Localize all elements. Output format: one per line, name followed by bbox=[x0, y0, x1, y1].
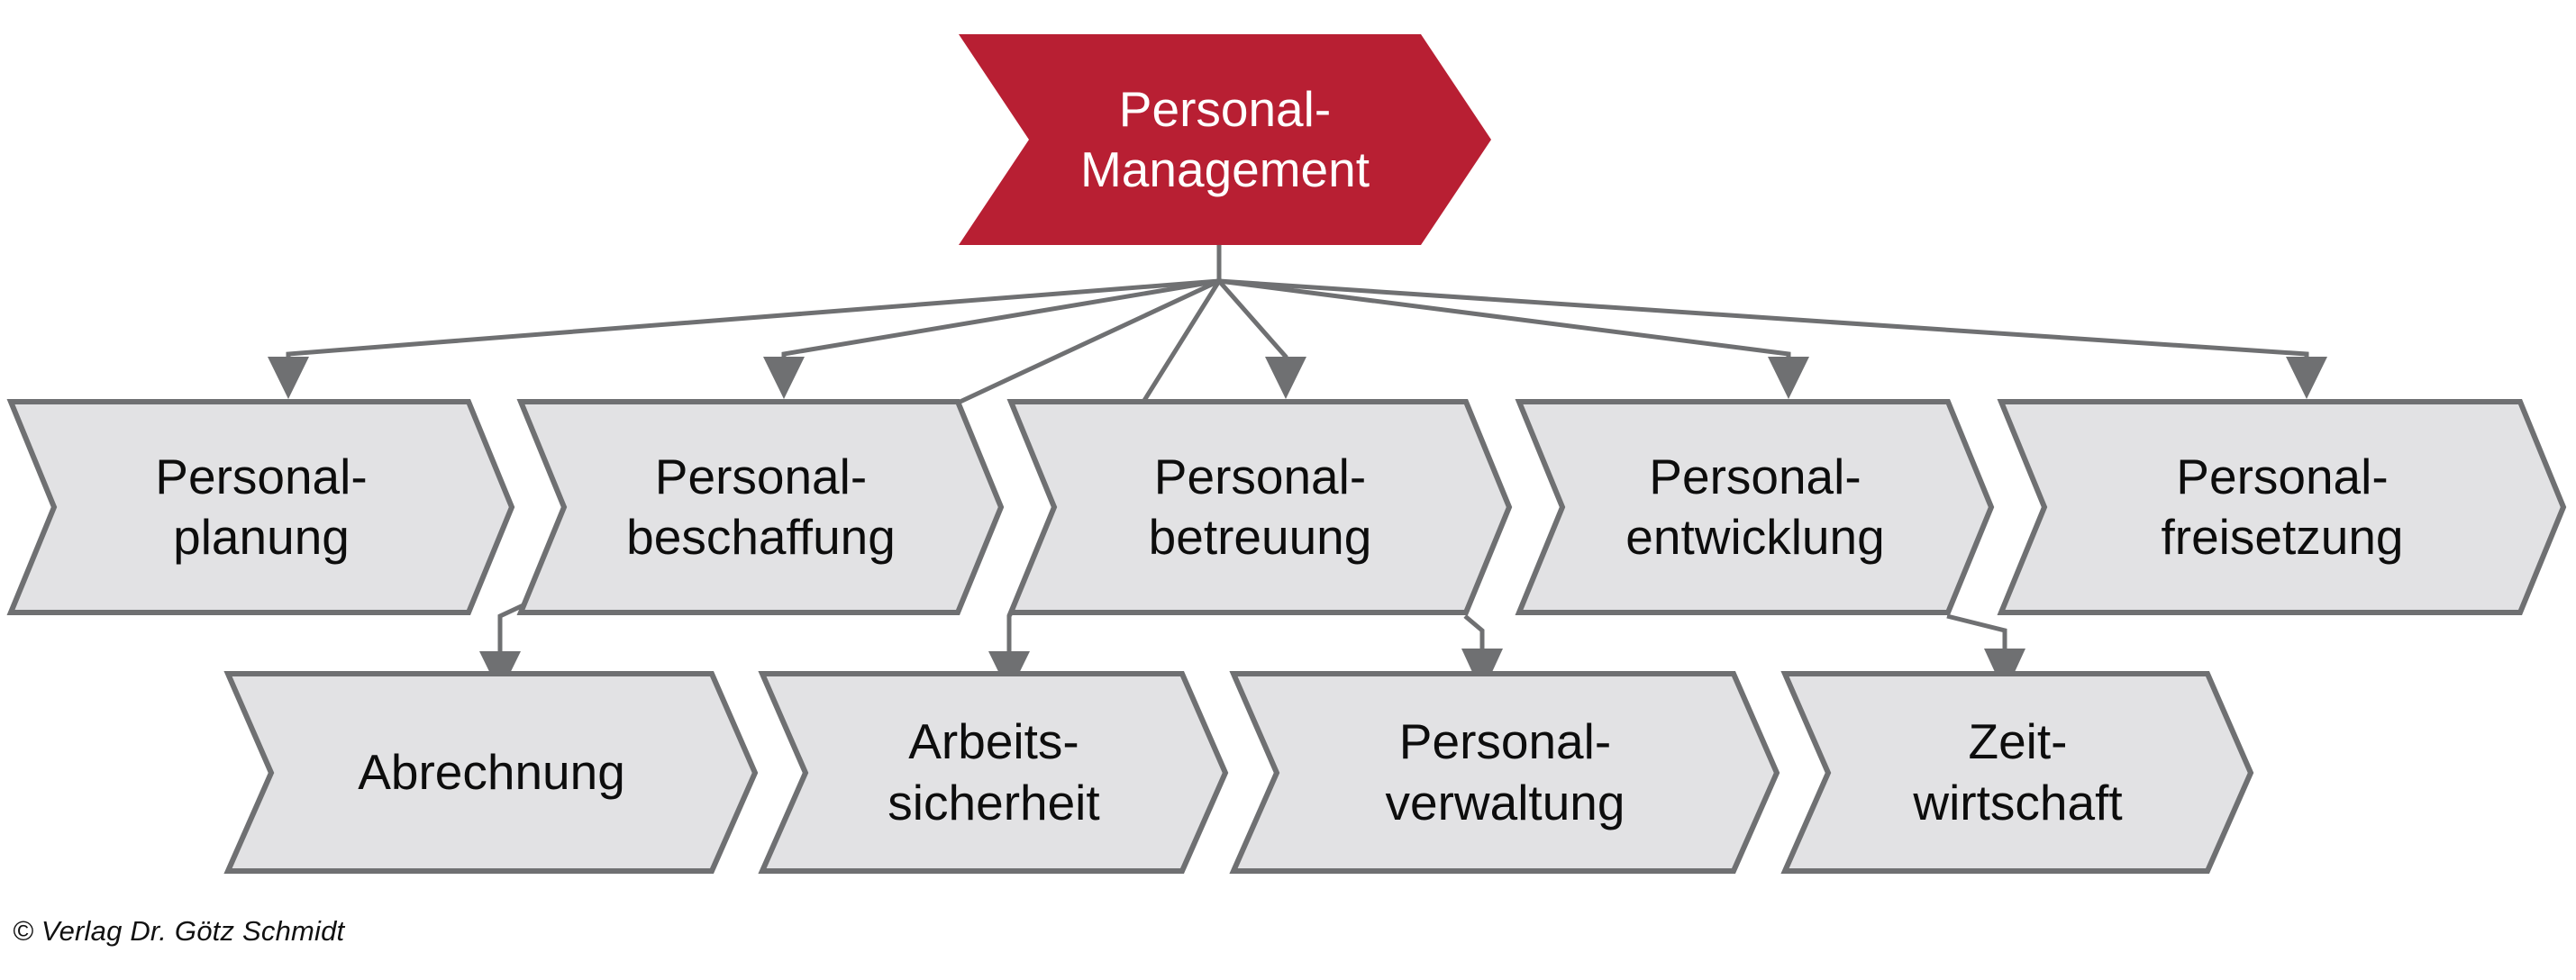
arrowhead-personalbeschaffung bbox=[763, 357, 805, 399]
node-personalbetreuung-shape[interactable] bbox=[1006, 399, 1513, 615]
node-personalfreisetzung-shape[interactable] bbox=[1997, 399, 2567, 615]
connector-to-personalbeschaffung bbox=[781, 278, 1220, 377]
level1-shapes bbox=[6, 399, 2567, 615]
node-zeitwirtschaft-shape[interactable] bbox=[1780, 671, 2254, 874]
arrowhead-personalbetreuung bbox=[1265, 357, 1306, 399]
connector-to-personalfreisetzung bbox=[1218, 278, 2309, 377]
node-personalbeschaffung-shape[interactable] bbox=[516, 399, 1005, 615]
node-abrechnung-shape[interactable] bbox=[223, 671, 759, 874]
copyright-notice: © Verlag Dr. Götz Schmidt bbox=[13, 915, 345, 947]
node-arbeitssicherheit-shape[interactable] bbox=[758, 671, 1229, 874]
connector-group-level1 bbox=[268, 245, 2327, 694]
arrowhead-personalentwicklung bbox=[1768, 357, 1809, 399]
level2-shapes bbox=[223, 671, 2254, 874]
node-personalplanung-shape[interactable] bbox=[6, 399, 515, 615]
connector-to-personalplanung bbox=[286, 278, 1220, 377]
connector-to-personalentwicklung bbox=[1218, 278, 1791, 377]
node-personal-management-shape[interactable] bbox=[959, 34, 1491, 245]
node-personalentwicklung-shape[interactable] bbox=[1515, 399, 1995, 615]
node-personalverwaltung-shape[interactable] bbox=[1229, 671, 1780, 874]
arrowhead-personalplanung bbox=[268, 357, 309, 399]
arrowhead-personalfreisetzung bbox=[2286, 357, 2327, 399]
